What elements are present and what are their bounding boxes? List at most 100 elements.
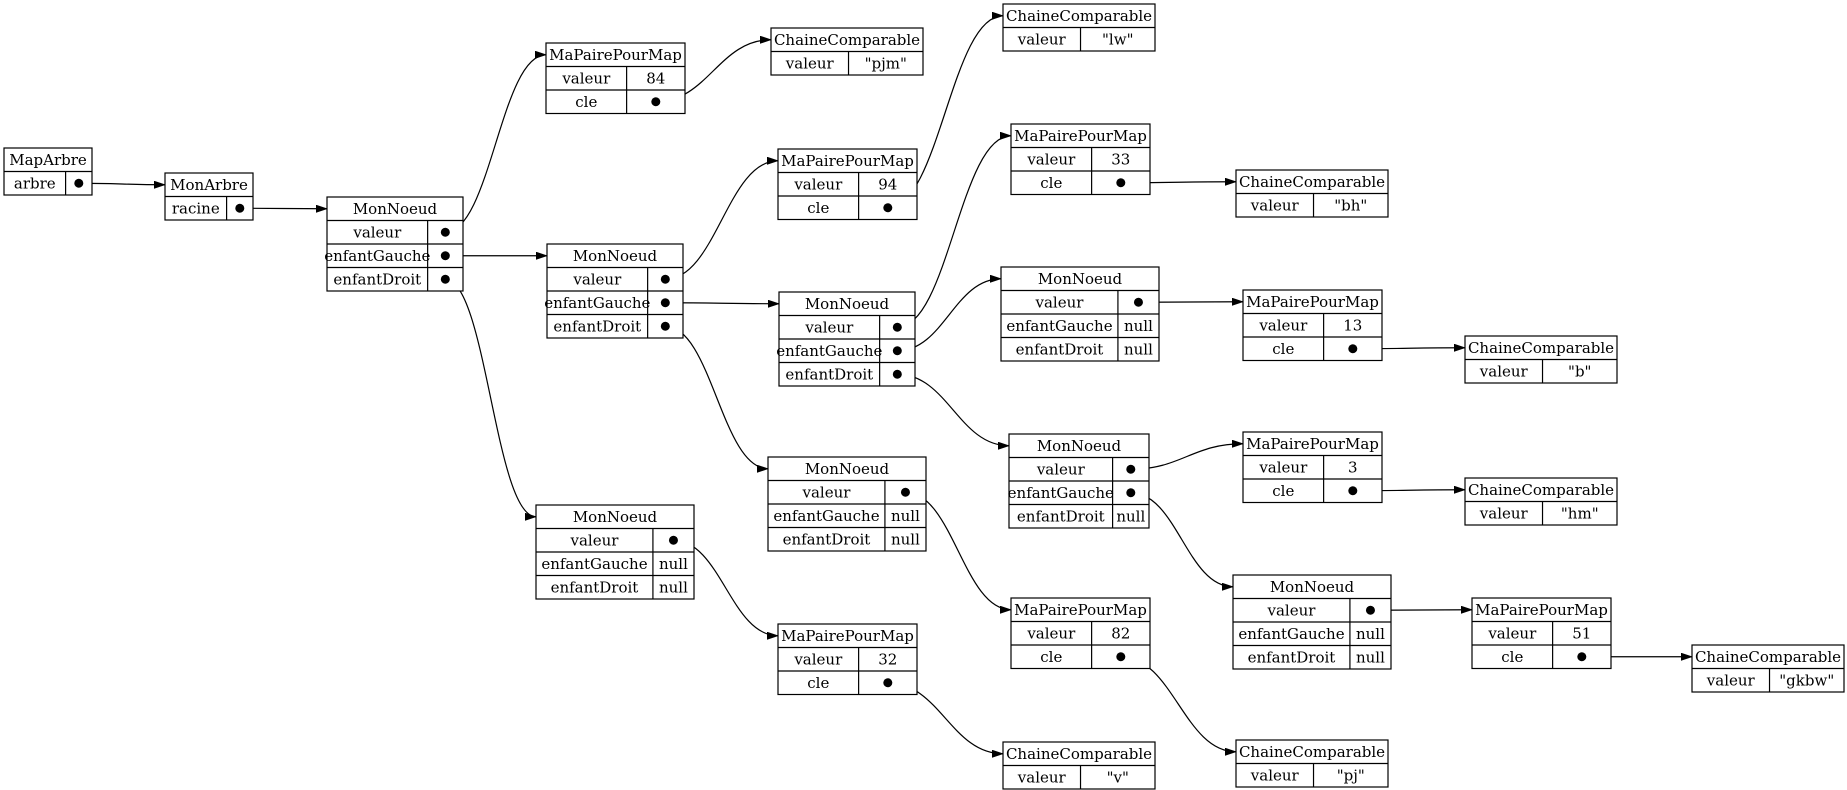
field-label: enfantGauche	[544, 294, 650, 312]
node-title: MaPairePourMap	[1475, 601, 1608, 619]
field-label: enfantGauche	[1006, 317, 1112, 335]
field-value: "pjm"	[865, 54, 907, 72]
pointer-dot	[900, 487, 910, 497]
field-value: 13	[1343, 316, 1362, 334]
node-box	[777, 623, 918, 696]
node-title: ChaineComparable	[1695, 648, 1841, 666]
pointer-dot	[235, 203, 245, 213]
pointer-dot	[440, 251, 450, 261]
edge-n-root-to-n-r	[445, 278, 537, 521]
field-value: "pj"	[1337, 766, 1365, 784]
field-value: null	[1116, 507, 1145, 525]
field-value: null	[1124, 340, 1153, 358]
field-label: enfantGauche	[776, 342, 882, 360]
field-label: valeur	[1017, 30, 1067, 48]
node-box	[1010, 123, 1151, 196]
node-title: MaPairePourMap	[1246, 293, 1379, 311]
pointer-dot	[883, 678, 893, 688]
field-label: valeur	[1250, 766, 1300, 784]
field-value: 84	[646, 69, 665, 87]
field-label: valeur	[785, 54, 835, 72]
field-value: "hm"	[1561, 504, 1599, 522]
field-label: enfantDroit	[1017, 507, 1105, 525]
pointer-dot	[660, 298, 670, 308]
field-label: enfantGauche	[1008, 484, 1114, 502]
field-value: 3	[1348, 458, 1358, 476]
field-label: enfantDroit	[553, 317, 641, 335]
field-label: valeur	[793, 175, 843, 193]
field-value: 82	[1111, 624, 1130, 642]
field-label: enfantGauche	[1238, 625, 1344, 643]
field-value: "v"	[1107, 768, 1129, 786]
field-label: valeur	[569, 531, 619, 549]
pointer-dot	[1577, 652, 1587, 662]
node-box	[1471, 597, 1612, 670]
pointer-dot	[440, 274, 450, 284]
field-value: "gkbw"	[1779, 671, 1834, 689]
field-label: cle	[1272, 482, 1294, 500]
pointer-dot	[651, 97, 661, 107]
field-value: null	[891, 507, 920, 525]
node-title: ChaineComparable	[774, 31, 920, 49]
field-value: 32	[878, 650, 897, 668]
field-value: null	[891, 530, 920, 548]
node-title: MonNoeud	[1038, 270, 1123, 288]
pointer-dot	[892, 369, 902, 379]
node-s-pjm: ChaineComparable valeur "pjm"	[770, 27, 924, 76]
pointer-dot	[1348, 486, 1358, 496]
field-value: null	[659, 578, 688, 596]
field-value: null	[1356, 648, 1385, 666]
field-label: valeur	[352, 223, 402, 241]
edge-n-l-to-n-lr	[665, 325, 769, 473]
field-label: enfantGauche	[773, 507, 879, 525]
pointer-dot	[1133, 297, 1143, 307]
node-s-pj: ChaineComparable valeur "pj"	[1235, 739, 1389, 788]
node-title: ChaineComparable	[1239, 743, 1385, 761]
pointer-dot	[660, 274, 670, 284]
node-title: MapArbre	[9, 151, 87, 169]
field-value: "lw"	[1102, 30, 1133, 48]
field-label: enfantDroit	[333, 270, 421, 288]
node-box	[1242, 289, 1383, 362]
field-label: cle	[807, 674, 829, 692]
pointer-dot	[1126, 488, 1136, 498]
field-value: null	[1356, 625, 1385, 643]
field-value: 33	[1111, 150, 1130, 168]
node-title: MonNoeud	[1270, 578, 1355, 596]
field-label: valeur	[1479, 504, 1529, 522]
pointer-dot	[668, 535, 678, 545]
field-label: enfantDroit	[783, 530, 871, 548]
node-title: MaPairePourMap	[1014, 601, 1147, 619]
node-title: MonNoeud	[1037, 437, 1122, 455]
field-label: enfantDroit	[1248, 648, 1336, 666]
node-box	[545, 42, 686, 115]
field-label: enfantDroit	[551, 578, 639, 596]
field-label: valeur	[1479, 362, 1529, 380]
field-label: valeur	[561, 69, 611, 87]
field-label: valeur	[793, 650, 843, 668]
field-label: valeur	[1258, 316, 1308, 334]
node-title: MonArbre	[170, 176, 248, 194]
field-label: valeur	[1258, 458, 1308, 476]
field-label: cle	[807, 199, 829, 217]
pointer-dot	[892, 322, 902, 332]
pointer-dot	[892, 346, 902, 356]
pointer-dot	[1116, 652, 1126, 662]
node-title: MaPairePourMap	[781, 152, 914, 170]
field-value: 51	[1572, 624, 1591, 642]
